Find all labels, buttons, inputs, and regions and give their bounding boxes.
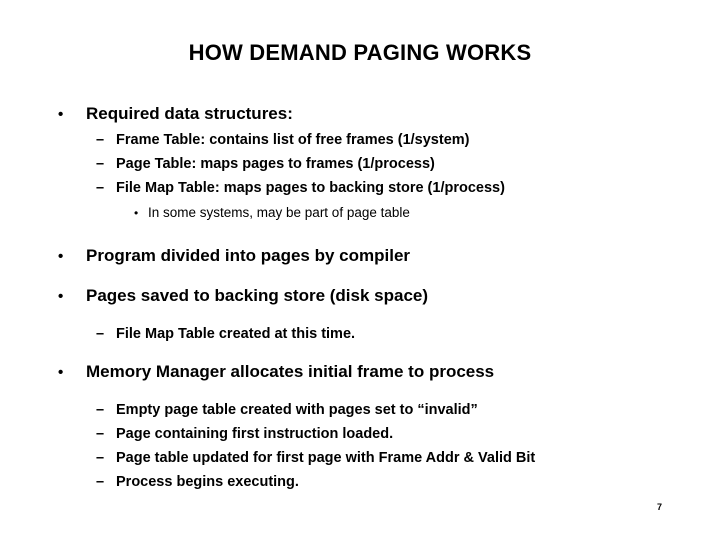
- bullet-dot-icon: •: [58, 288, 64, 305]
- list-item-label: Pages saved to backing store (disk space…: [86, 286, 429, 305]
- list-item: • Pages saved to backing store (disk spa…: [0, 286, 720, 306]
- list-item-label: File Map Table: maps pages to backing st…: [116, 180, 505, 196]
- slide-body: • Required data structures: – Frame Tabl…: [0, 90, 720, 490]
- list-item: – File Map Table: maps pages to backing …: [0, 180, 720, 196]
- list-item-label: Page containing first instruction loaded…: [116, 426, 394, 442]
- list-item: • Required data structures:: [0, 104, 720, 124]
- bullet-dash-icon: –: [96, 450, 105, 466]
- bullet-dash-icon: –: [96, 474, 105, 490]
- bullet-dot-icon: •: [58, 364, 64, 381]
- bullet-dot-icon: •: [134, 206, 139, 220]
- bullet-dash-icon: –: [96, 402, 105, 418]
- list-item-label: In some systems, may be part of page tab…: [148, 205, 410, 220]
- list-item-label: Required data structures:: [86, 104, 293, 123]
- list-item: • In some systems, may be part of page t…: [0, 205, 720, 220]
- list-item: • Memory Manager allocates initial frame…: [0, 362, 720, 382]
- list-item: – Frame Table: contains list of free fra…: [0, 132, 720, 148]
- list-item: • Program divided into pages by compiler: [0, 246, 720, 266]
- bullet-dash-icon: –: [96, 180, 105, 196]
- bullet-dash-icon: –: [96, 156, 105, 172]
- list-item-label: Memory Manager allocates initial frame t…: [86, 362, 495, 381]
- list-item: – Process begins executing.: [0, 474, 720, 490]
- bullet-dash-icon: –: [96, 326, 105, 342]
- list-item: – Page Table: maps pages to frames (1/pr…: [0, 156, 720, 172]
- list-item-label: File Map Table created at this time.: [116, 326, 356, 342]
- page-title: HOW DEMAND PAGING WORKS: [188, 40, 532, 65]
- bullet-dash-icon: –: [96, 426, 105, 442]
- list-item-label: Page Table: maps pages to frames (1/proc…: [116, 156, 435, 172]
- list-item: – File Map Table created at this time.: [0, 326, 720, 342]
- page-number: 7: [656, 502, 662, 512]
- bullet-dot-icon: •: [58, 248, 64, 265]
- list-item-label: Program divided into pages by compiler: [86, 246, 411, 265]
- list-item-label: Page table updated for first page with F…: [116, 450, 536, 466]
- list-item: – Empty page table created with pages se…: [0, 402, 720, 418]
- list-item-label: Empty page table created with pages set …: [116, 402, 478, 418]
- bullet-dot-icon: •: [58, 106, 64, 123]
- list-item: – Page containing first instruction load…: [0, 426, 720, 442]
- list-item-label: Frame Table: contains list of free frame…: [116, 132, 470, 148]
- list-item-label: Process begins executing.: [116, 474, 299, 490]
- list-item: – Page table updated for first page with…: [0, 450, 720, 466]
- bullet-dash-icon: –: [96, 132, 105, 148]
